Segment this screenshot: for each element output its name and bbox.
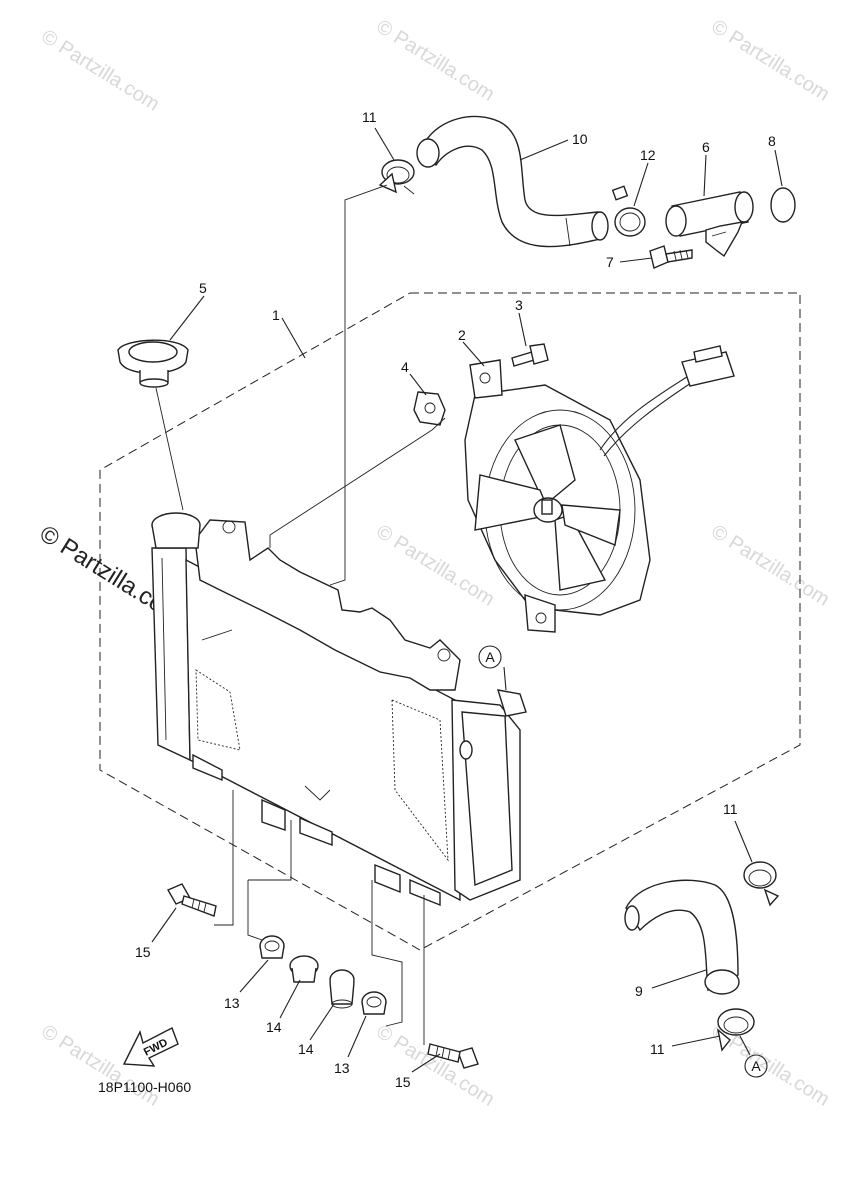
watermark: © Partzilla.com [372,521,498,611]
callout-5: 5 [199,280,207,296]
watermark: © Partzilla.com [372,1021,498,1111]
grommet-right [361,991,387,1015]
leader-lines [151,127,783,1073]
callout-11: 11 [362,109,377,125]
radiator-core [151,512,527,907]
collar-left [289,955,319,983]
connection-marker-a-upper: A [478,645,502,669]
callout-6: 6 [702,139,710,155]
hose-clamp-small [611,185,646,237]
assembly-boundary [99,292,801,951]
callout-13: 13 [224,995,240,1011]
diagram-code: 18P1100-H060 [98,1079,191,1095]
hose-clamp-lower [716,1008,755,1052]
mount-bolt-right [427,1043,479,1069]
callout-11: 11 [723,801,738,817]
callout-1: 1 [272,307,280,323]
callout-14: 14 [298,1041,314,1057]
radiator-cap [117,339,189,388]
o-ring [770,187,796,223]
callout-3: 3 [515,297,523,313]
watermark: © Partzilla.com [707,521,833,611]
connection-label: A [485,649,495,665]
callout-8: 8 [768,133,776,149]
guide-lines [201,184,446,1045]
callout-10: 10 [572,131,588,147]
collar-right [329,969,355,1009]
watermark: © Partzilla.com [37,26,163,116]
callout-12: 12 [640,147,656,163]
watermark: © Partzilla.com [372,16,498,106]
hose-fitting [665,191,754,258]
radiator-hose-lower [624,879,740,995]
mount-bolt-left [167,883,217,917]
callout-4: 4 [401,359,409,375]
watermark: © Partzilla.com [707,1021,833,1111]
connection-marker-a-lower: A [744,1054,768,1078]
hose-clamp-upper [378,159,415,195]
callout-9: 9 [635,983,643,999]
forward-direction-arrow: FWD [122,1027,179,1067]
grommet-left [259,935,285,959]
fan-clip [413,391,446,426]
bolt-fitting [649,245,693,269]
callout-14: 14 [266,1019,282,1035]
watermark: © Partzilla.com [707,16,833,106]
callout-13: 13 [334,1060,350,1076]
callout-2: 2 [458,327,466,343]
callout-7: 7 [606,254,614,270]
hose-clamp-mid [743,861,780,907]
callout-numbers: 11 10 12 6 8 7 5 1 3 2 4 11 9 11 15 13 1… [135,109,776,1090]
callout-15: 15 [395,1074,411,1090]
fan-bolt [511,343,549,367]
fan-motor-assembly [464,345,735,633]
cap-guide-line [155,387,184,511]
callout-11: 11 [650,1041,665,1057]
radiator-hose-upper [416,115,609,248]
connection-label: A [751,1058,761,1074]
callout-15: 15 [135,944,151,960]
